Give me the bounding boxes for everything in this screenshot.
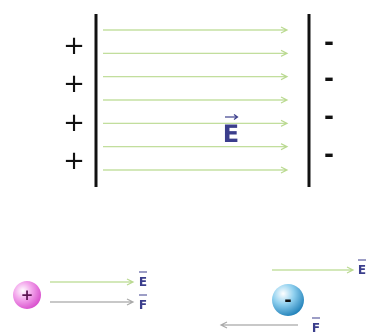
field-line-arrowhead-icon xyxy=(280,49,289,57)
positive-plate-sign: + xyxy=(63,108,85,138)
negative-charge-group: - E F xyxy=(219,259,366,335)
field-line-arrowhead-icon xyxy=(280,119,289,127)
field-lines xyxy=(103,26,289,174)
field-line-arrowhead-icon xyxy=(280,96,289,104)
positive-plate-sign: + xyxy=(63,69,85,99)
field-line-arrowhead-icon xyxy=(280,73,289,81)
negative-field-arrowhead-icon xyxy=(346,266,355,274)
field-line-arrowhead-icon xyxy=(280,143,289,151)
positive-field-arrowhead-icon xyxy=(126,278,135,286)
positive-force-label: F xyxy=(139,298,147,312)
negative-charge-symbol: - xyxy=(284,290,291,311)
field-line-arrowhead-icon xyxy=(280,166,289,174)
negative-field-label: E xyxy=(358,263,366,277)
negative-force-label: F xyxy=(312,321,320,335)
negative-charge xyxy=(272,284,304,316)
positive-charge-symbol: + xyxy=(21,286,34,304)
positive-plate-sign: + xyxy=(63,31,85,61)
negative-plate-sign: - xyxy=(324,102,334,130)
field-label: E xyxy=(223,120,239,148)
positive-charge xyxy=(13,281,41,309)
negative-plate-sign: - xyxy=(324,28,334,56)
negative-plate-sign: - xyxy=(324,140,334,168)
positive-charge-group: + E F xyxy=(13,271,147,312)
negative-force-arrowhead-icon xyxy=(219,321,228,329)
vector-arrowhead-icon xyxy=(233,114,239,120)
negative-plate-sign: - xyxy=(324,64,334,92)
positive-field-label: E xyxy=(139,275,147,289)
positive-force-arrowhead-icon xyxy=(126,298,135,306)
positive-plate-sign: + xyxy=(63,146,85,176)
field-vector-label: E xyxy=(223,114,239,148)
field-line-arrowhead-icon xyxy=(280,26,289,34)
